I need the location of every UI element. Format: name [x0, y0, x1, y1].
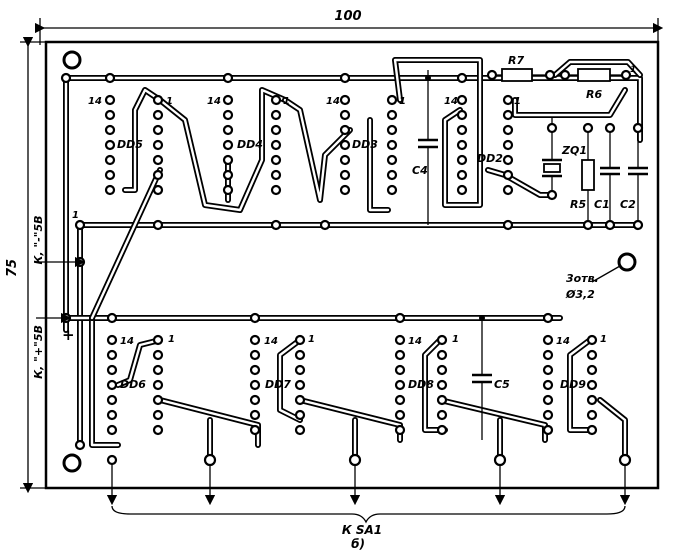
power-minus: К, "-"5В — [32, 215, 86, 268]
output-brace — [111, 505, 626, 524]
DD7-pin14: 14 — [264, 336, 278, 347]
resistor-R6: R6 1 — [559, 65, 636, 101]
DD3-pin14: 14 — [326, 96, 340, 107]
C4-label: C4 — [412, 164, 428, 177]
mounting-hole-right — [617, 252, 637, 272]
capacitor-C1: C1 — [594, 122, 620, 231]
DD2-label: DD2 — [477, 152, 503, 165]
C1-label: C1 — [594, 198, 610, 211]
power-plus: К, "+"5В + — [32, 312, 75, 379]
power-plus-label: К, "+"5В — [32, 325, 45, 379]
power-traces — [63, 75, 643, 448]
subfigure-label: б) — [351, 537, 365, 551]
ZQ1-label: ZQ1 — [561, 144, 587, 157]
hole-label-line1: 3отв. — [566, 272, 599, 285]
resistor-R5: R5 — [570, 122, 595, 231]
DD4-pin1: 1 — [283, 96, 290, 107]
DD6-label: DD6 — [120, 378, 146, 391]
connector-label: К SA1 — [342, 523, 382, 537]
capacitor-C5: C5 — [472, 315, 510, 440]
DD7-label: DD7 — [265, 378, 291, 391]
rail-pin1-label: 1 — [72, 210, 79, 221]
crystal-ZQ1: ZQ1 — [542, 118, 587, 201]
chip-DD4: 14 1 DD4 — [207, 72, 290, 231]
output-arrows — [106, 464, 631, 506]
dimension-height-label: 75 — [5, 259, 20, 277]
DD9-label: DD9 — [560, 378, 586, 391]
DD2-pin1: 1 — [514, 96, 521, 107]
capacitor-C2: C2 — [620, 122, 648, 231]
hole-label: 3отв. Ø3,2 — [565, 272, 603, 301]
DD3-pin1: 1 — [399, 96, 406, 107]
chip-DD5: 14 1 DD5 — [88, 72, 173, 231]
C5-label: C5 — [494, 378, 510, 391]
DD3-label: DD3 — [352, 138, 378, 151]
DD8-pin1: 1 — [452, 334, 459, 345]
mounting-hole-bottom-left — [62, 453, 82, 473]
dimension-width-label: 100 — [334, 9, 361, 24]
chip-DD9: 14 1 DD9 — [542, 312, 607, 436]
DD9-pin14: 14 — [556, 336, 570, 347]
DD8-pin14: 14 — [408, 336, 422, 347]
hole-label-line2: Ø3,2 — [565, 288, 595, 301]
plus-sign: + — [62, 326, 75, 344]
chip-DD3: 14 1 DD3 — [319, 72, 406, 231]
DD6-pin14: 14 — [120, 336, 134, 347]
dimension-width: 100 — [34, 9, 664, 45]
DD7-pin1: 1 — [308, 334, 315, 345]
hole-leader-line — [591, 265, 621, 283]
dimension-height: 75 — [5, 36, 48, 494]
signal-traces-top — [122, 57, 643, 213]
C2-label: C2 — [620, 198, 636, 211]
chip-DD8: 14 1 DD8 — [394, 312, 459, 436]
capacitor-C4: C4 — [412, 70, 438, 225]
DD9-pin1: 1 — [600, 334, 607, 345]
DD5-pin14: 14 — [88, 96, 102, 107]
DD8-label: DD8 — [408, 378, 434, 391]
R6-pin1: 1 — [630, 65, 636, 75]
DD6-pin1: 1 — [168, 334, 175, 345]
R5-label: R5 — [570, 198, 586, 211]
resistor-R7: R7 — [486, 54, 556, 82]
chip-DD2: 14 1 DD2 — [444, 72, 521, 231]
mounting-hole-top-left — [62, 50, 82, 70]
R6-label: R6 — [586, 88, 602, 101]
R7-label: R7 — [508, 54, 524, 67]
DD5-pin1: 1 — [166, 96, 173, 107]
DD5-label: DD5 — [117, 138, 143, 151]
DD4-pin14: 14 — [207, 96, 221, 107]
power-minus-label: К, "-"5В — [32, 215, 45, 264]
DD4-label: DD4 — [237, 138, 263, 151]
chip-DD7: 14 1 DD7 — [249, 312, 315, 436]
chip-DD6: 14 1 DD6 — [106, 312, 175, 466]
DD2-pin14: 14 — [444, 96, 458, 107]
